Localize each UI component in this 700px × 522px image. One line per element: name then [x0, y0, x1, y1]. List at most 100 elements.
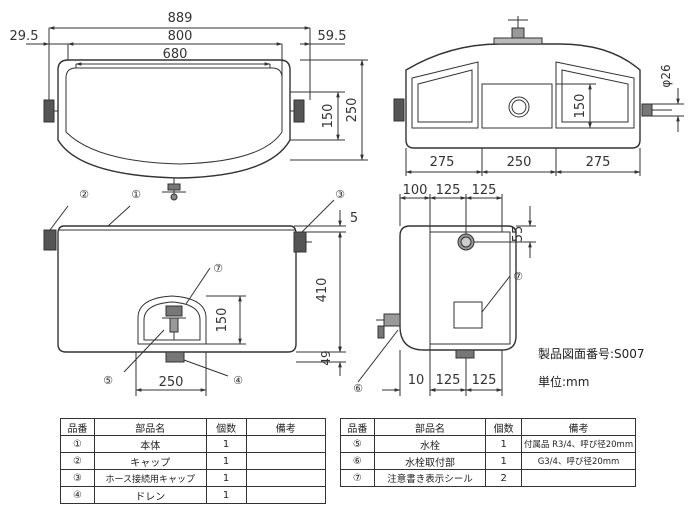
cell-no: ② — [60, 452, 95, 470]
dim-front-width: 680 — [163, 47, 188, 62]
cell-name: ホース接続用キャップ — [93, 469, 207, 487]
header-name: 部品名 — [93, 418, 207, 436]
callouts-front: ② ① ③ ⑦ ⑤ ④ — [79, 188, 345, 387]
cell-no: ⑦ — [340, 469, 375, 487]
dim-faucet-150: 150 — [215, 308, 230, 333]
dim-side-center: 250 — [507, 155, 532, 170]
dim-overall-width: 889 — [168, 11, 193, 26]
cell-qty: 1 — [205, 435, 247, 453]
table-header-row: 品番 部品名 個数 備考 — [60, 418, 326, 436]
table-header-row: 品番 部品名 個数 備考 — [340, 418, 636, 436]
top-view-outline — [57, 59, 291, 179]
side-view-cap-left — [393, 98, 405, 122]
dim-bottom-125a: 125 — [436, 373, 461, 388]
dim-top-inner: 150 — [321, 104, 336, 129]
cell-note — [245, 452, 326, 470]
callout-6: ⑥ — [353, 382, 363, 395]
dim-top-5: 5 — [350, 211, 358, 226]
header-qty: 個数 — [205, 418, 247, 436]
dim-right-offset: 59.5 — [318, 29, 347, 44]
front-view-cap-left — [43, 229, 57, 251]
top-view — [26, 26, 368, 201]
cell-name: 水栓取付部 — [373, 452, 487, 470]
front-view-faucet-niche — [137, 295, 207, 345]
dim-bottom-49: 49 — [319, 350, 333, 365]
cell-name: 本体 — [93, 435, 207, 453]
cell-no: ④ — [60, 486, 95, 504]
header-no: 品番 — [60, 418, 95, 436]
end-view-drain — [455, 349, 475, 359]
callout-4: ④ — [233, 374, 243, 387]
front-view — [43, 199, 346, 396]
cell-name: ドレン — [93, 486, 207, 504]
front-view-outline — [57, 225, 297, 353]
header-note: 備考 — [245, 418, 326, 436]
dim-end-125b: 125 — [472, 183, 497, 198]
cell-name: 注意書き表示シール — [373, 469, 487, 487]
top-view-faucet — [162, 178, 186, 201]
front-view-cap-right — [293, 231, 307, 253]
parts-table-left: 品番 部品名 個数 備考 ① 本体 1 ② キャップ 1 ③ ホース接続用キャッ… — [60, 418, 326, 504]
cell-note — [521, 469, 636, 487]
callout-3: ③ — [335, 188, 345, 201]
dim-bottom-125b: 125 — [472, 373, 497, 388]
callout-5: ⑤ — [103, 374, 113, 387]
cell-note — [245, 486, 326, 504]
table-row: ⑤ 水栓 1 付属品 R3/4、呼び径20mm — [340, 435, 636, 453]
header-qty: 個数 — [485, 418, 523, 436]
dim-bottom-10: 10 — [408, 373, 425, 388]
side-view-outlet — [641, 103, 653, 117]
dim-end-125a: 125 — [436, 183, 461, 198]
header-note: 備考 — [521, 418, 636, 436]
table-row: ④ ドレン 1 — [60, 486, 326, 504]
table-row: ⑥ 水栓取付部 1 G3/4、呼び径20mm — [340, 452, 636, 470]
dim-end-100: 100 — [403, 183, 428, 198]
dim-top-height: 250 — [345, 98, 360, 123]
cell-no: ① — [60, 435, 95, 453]
end-view — [357, 194, 536, 396]
top-view-cap-right — [293, 99, 305, 123]
dim-height-410: 410 — [315, 278, 330, 303]
cell-qty: 1 — [205, 469, 247, 487]
dim-side-right: 275 — [586, 155, 611, 170]
dim-outlet-dia: φ26 — [659, 64, 673, 87]
side-view — [393, 16, 684, 176]
cell-qty: 1 — [485, 452, 523, 470]
cell-qty: 1 — [205, 452, 247, 470]
cell-no: ⑤ — [340, 435, 375, 453]
callout-7-front: ⑦ — [213, 262, 223, 275]
cell-note — [245, 435, 326, 453]
cell-qty: 1 — [485, 435, 523, 453]
top-view-inner — [65, 67, 283, 165]
cell-name: 水栓 — [373, 435, 487, 453]
end-view-sticker — [453, 301, 483, 329]
cell-name: キャップ — [93, 452, 207, 470]
cell-note — [245, 469, 326, 487]
header-name: 部品名 — [373, 418, 487, 436]
dim-side-left: 275 — [430, 155, 455, 170]
cell-no: ③ — [60, 469, 95, 487]
cell-no: ⑥ — [340, 452, 375, 470]
side-view-cap — [508, 96, 530, 118]
dim-inner-width: 800 — [168, 29, 193, 44]
dim-left-offset: 29.5 — [10, 29, 39, 44]
dim-drain-250: 250 — [159, 375, 184, 390]
dim-cap-55: 55 — [511, 226, 526, 243]
side-view-outline — [405, 43, 641, 149]
table-row: ② キャップ 1 — [60, 452, 326, 470]
front-view-faucet — [162, 305, 186, 340]
top-view-cap-left — [43, 99, 55, 123]
unit-note: 単位:mm — [538, 374, 589, 389]
front-view-drain — [165, 351, 185, 363]
cell-qty: 2 — [485, 469, 523, 487]
header-no: 品番 — [340, 418, 375, 436]
side-view-valve — [493, 16, 543, 45]
drawing-number: 製品図面番号:S007 — [538, 347, 645, 361]
cell-note: G3/4、呼び径20mm — [521, 452, 636, 470]
table-row: ⑦ 注意書き表示シール 2 — [340, 469, 636, 487]
table-row: ③ ホース接続用キャップ 1 — [60, 469, 326, 487]
table-row: ① 本体 1 — [60, 435, 326, 453]
cell-qty: 1 — [205, 486, 247, 504]
callout-7-end: ⑦ — [513, 270, 523, 283]
end-view-faucet — [376, 313, 401, 339]
